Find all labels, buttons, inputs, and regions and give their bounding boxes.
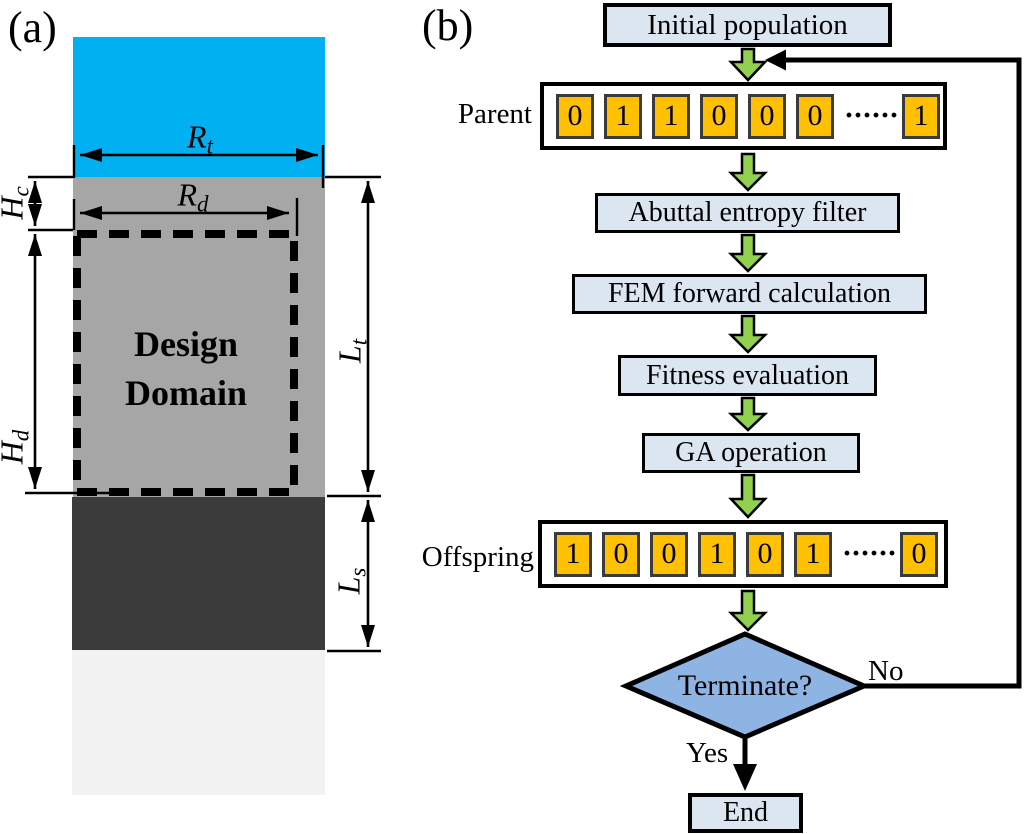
- offspring-gene-cell: 0: [746, 531, 784, 577]
- flow-arrow-fem-to-fitness: [727, 314, 769, 354]
- hd-label: Hd: [0, 429, 34, 465]
- parent-gene-cell: 1: [652, 93, 690, 139]
- flow-arrow-abuttal-to-fem: [727, 233, 769, 273]
- rd-label: Rd: [177, 176, 209, 217]
- lt-label: Lt: [331, 338, 372, 364]
- yes-branch-label: Yes: [686, 737, 729, 769]
- design-domain-label: Design Domain: [80, 320, 292, 418]
- parent-ellipsis: ······: [844, 99, 899, 132]
- abuttal-entropy-filter-text: Abuttal entropy filter: [628, 197, 867, 228]
- terminate-decision-diamond: [619, 631, 871, 740]
- end-text: End: [722, 797, 769, 828]
- offspring-gene-cell: 0: [602, 531, 640, 577]
- offspring-ellipsis: ······: [842, 537, 897, 570]
- initial-population-box: Initial population: [603, 3, 892, 47]
- parent-gene-cell: 1: [604, 93, 642, 139]
- hc-label: Hc: [0, 186, 34, 219]
- parent-row-label: Parent: [457, 98, 532, 130]
- substrate-layer: [72, 497, 325, 650]
- panel-a-label: (a): [8, 3, 57, 52]
- offspring-chromosome-row: 1 0 0 1 0 1 ······ 0: [538, 520, 948, 588]
- ls-label: Ls: [330, 567, 371, 595]
- base-layer: [72, 650, 325, 795]
- flow-arrow-ga-to-offspring: [728, 473, 768, 519]
- offspring-gene-cell: 1: [794, 531, 832, 577]
- offspring-gene-cell: 1: [554, 531, 592, 577]
- no-feedback-arrowhead-icon: [765, 49, 786, 71]
- offspring-gene-cell: 0: [650, 531, 688, 577]
- parent-gene-cell: 0: [556, 93, 594, 139]
- end-box: End: [688, 793, 803, 833]
- offspring-gene-cell: 0: [900, 531, 938, 577]
- parent-gene-cell: 0: [796, 93, 834, 139]
- abuttal-entropy-filter-box: Abuttal entropy filter: [595, 193, 900, 233]
- ga-operation-text: GA operation: [675, 437, 827, 468]
- fem-forward-calculation-box: FEM forward calculation: [572, 274, 927, 314]
- design-domain-line2: Domain: [124, 373, 247, 413]
- panel-b-label: (b): [422, 1, 474, 50]
- design-domain-dashed-border: [73, 230, 298, 496]
- fitness-evaluation-box: Fitness evaluation: [618, 355, 877, 396]
- fitness-evaluation-text: Fitness evaluation: [646, 359, 849, 391]
- yes-arrowhead-icon: [733, 764, 757, 791]
- flow-arrow-parent-to-abuttal: [727, 152, 769, 192]
- offspring-row-label: Offspring: [421, 541, 534, 573]
- offspring-gene-cell: 1: [698, 531, 736, 577]
- parent-gene-cell: 0: [748, 93, 786, 139]
- initial-population-text: Initial population: [647, 8, 848, 41]
- design-domain-line1: Design: [133, 324, 238, 364]
- parent-gene-cell: 0: [700, 93, 738, 139]
- fem-forward-calculation-text: FEM forward calculation: [607, 278, 892, 309]
- no-feedback-line: [783, 57, 1022, 689]
- parent-gene-cell: 1: [902, 93, 940, 139]
- no-branch-label: No: [868, 655, 904, 687]
- parent-chromosome-row: 0 1 1 0 0 0 ······ 1: [540, 82, 947, 150]
- flow-arrow-to-parent: [728, 47, 768, 82]
- terminate-decision-text: Terminate?: [677, 669, 813, 702]
- flow-arrow-offspring-to-decision: [727, 589, 769, 632]
- flow-arrow-fitness-to-ga: [727, 396, 769, 432]
- ga-operation-box: GA operation: [642, 433, 860, 473]
- rt-label: Rt: [187, 118, 213, 159]
